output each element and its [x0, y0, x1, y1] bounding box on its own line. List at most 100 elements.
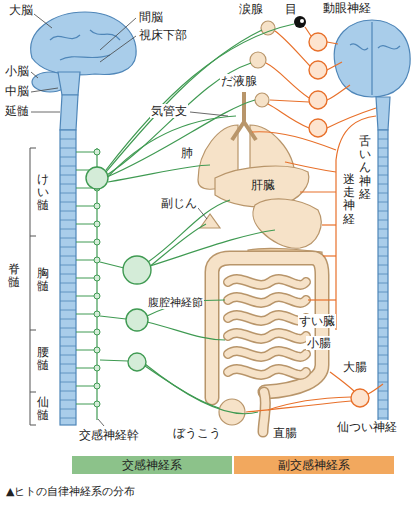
cord-segment	[378, 328, 388, 329]
cord-segment	[60, 418, 76, 419]
cord-segment	[378, 166, 388, 167]
stomach	[253, 199, 321, 248]
part-label: 目	[284, 2, 298, 16]
nerve-line	[300, 191, 336, 192]
nerve-line	[330, 372, 354, 391]
cord-segment	[378, 409, 388, 410]
cord-segment	[60, 220, 76, 221]
part-label: ぼうこう	[172, 426, 222, 440]
iris	[300, 19, 304, 23]
cord-segment	[60, 202, 76, 203]
cord-segment	[60, 229, 76, 230]
cord-segment	[60, 274, 76, 275]
trunk-ganglion	[94, 149, 100, 155]
part-label: 動眼神経	[322, 1, 372, 15]
nerve-line	[336, 116, 376, 330]
nerve-line	[145, 364, 258, 414]
nerve-line	[275, 31, 342, 70]
cord-segment	[378, 373, 388, 374]
cord-segment	[60, 238, 76, 239]
part-label: 交感神経幹	[78, 428, 140, 442]
part-label: 大脳	[8, 3, 34, 17]
cord-segment	[378, 418, 388, 419]
cord-segment	[378, 391, 388, 392]
trunk-ganglion	[94, 311, 100, 317]
cord-segment	[378, 364, 388, 365]
trunk-ganglion	[94, 293, 100, 299]
rectum-fill	[263, 392, 266, 432]
cord-segment	[60, 337, 76, 338]
ramus-line	[76, 368, 94, 369]
cord-segment	[60, 166, 76, 167]
cord-segment	[378, 157, 388, 158]
cord-segment	[378, 283, 388, 284]
vertical-label: 胸髄	[37, 266, 49, 294]
ramus-line	[76, 224, 94, 225]
cord-segment	[378, 310, 388, 311]
part-label: 肺	[180, 146, 194, 160]
spinal-bracket	[30, 148, 36, 425]
cord-segment	[378, 355, 388, 356]
eye	[294, 16, 306, 28]
cord-segment	[378, 319, 388, 320]
cord-segment	[378, 292, 388, 293]
part-label: だ液腺	[220, 74, 258, 88]
ramus-line	[76, 350, 94, 351]
nerve-line	[106, 24, 294, 170]
ganglion	[126, 309, 148, 331]
part-label: 大腸	[342, 360, 368, 374]
spinal-cord	[378, 130, 388, 425]
cord-segment	[60, 139, 76, 140]
cord-segment	[378, 193, 388, 194]
ganglion	[351, 389, 369, 407]
ganglion	[309, 61, 327, 79]
nerve-line	[322, 224, 336, 225]
part-label: 気管支	[150, 104, 188, 118]
cord-segment	[60, 265, 76, 266]
cerebrum	[334, 20, 410, 97]
nerve-line	[107, 100, 255, 177]
cord-segment	[60, 409, 76, 410]
part-label: 小腸	[306, 336, 332, 350]
trunk-ganglion	[94, 383, 100, 389]
ganglion	[123, 256, 151, 284]
vertical-label: 腰髄	[37, 345, 49, 373]
cord-segment	[60, 400, 76, 401]
trunk-ganglion	[94, 329, 100, 335]
cord-segment	[60, 247, 76, 248]
cord-segment	[378, 202, 388, 203]
cord-segment	[378, 139, 388, 140]
nerve-line	[266, 63, 350, 102]
cord-segment	[60, 193, 76, 194]
intestine-fill	[228, 279, 306, 375]
left-brain	[31, 12, 136, 425]
part-label: 仙つい神経	[336, 420, 398, 434]
spinal-cord	[60, 130, 76, 425]
ramus-line	[76, 332, 94, 333]
parasympathetic-nerves	[246, 27, 383, 412]
cord-segment	[378, 265, 388, 266]
gyri	[350, 22, 400, 95]
cord-segment	[378, 229, 388, 230]
eyeball	[294, 16, 306, 28]
cord-segments	[60, 139, 388, 418]
rectum-outline	[263, 392, 266, 432]
cord-segment	[378, 346, 388, 347]
cord-segment	[60, 283, 76, 284]
salivary-gland	[250, 52, 266, 68]
trunk-ganglion	[94, 365, 100, 371]
ganglion	[309, 119, 327, 137]
nerve-line	[285, 162, 336, 172]
nerve-line	[106, 30, 262, 172]
trunk-ganglion	[94, 275, 100, 281]
cord-segment	[378, 148, 388, 149]
part-label: 涙腺	[238, 2, 264, 16]
cord-segment	[378, 247, 388, 248]
part-label: すい臓	[298, 314, 336, 328]
cord-segment	[60, 364, 76, 365]
cord-segment	[60, 148, 76, 149]
part-label: 延髄	[4, 104, 30, 118]
cord-segment	[60, 373, 76, 374]
nerve-line	[268, 397, 351, 410]
